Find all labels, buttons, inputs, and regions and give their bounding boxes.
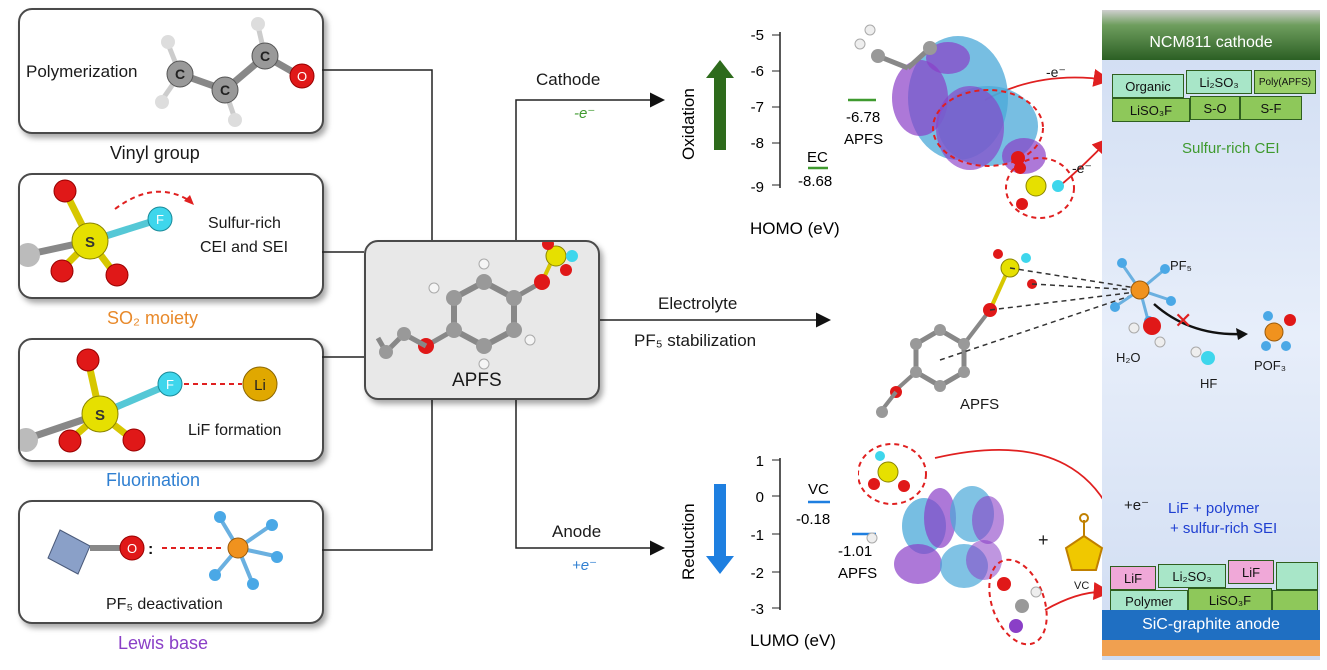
pf5-deactivation-label: PF₅ deactivation — [106, 596, 223, 613]
electrolyte-label: Electrolyte — [658, 294, 738, 313]
so2-moiety-caption: SO₂ moiety — [107, 308, 199, 328]
electrolyte-apfs-label: APFS — [960, 396, 1000, 413]
cei-layer-liso3f: LiSO₃F — [1112, 98, 1190, 122]
anode-electron-arrow-label: +e⁻ — [1124, 497, 1150, 514]
sei-layer-lif-2: LiF — [1228, 560, 1274, 584]
cei-layer-s-f: S-F — [1240, 96, 1302, 120]
vc-molecule-label: VC — [1074, 580, 1090, 592]
homo-tick-0: -5 — [751, 27, 764, 44]
homo-tick-1: -6 — [751, 63, 764, 80]
sulfur-rich-cei-caption: Sulfur-rich CEI — [1182, 140, 1280, 157]
svg-text:O: O — [297, 69, 307, 84]
svg-text:S: S — [95, 407, 105, 424]
apfs-lumo-value: -1.01 — [838, 543, 872, 560]
lumo-tick-0: 1 — [756, 453, 764, 470]
sic-graphite-anode-title: SiC-graphite anode — [1142, 616, 1280, 633]
lumo-xlabel: LUMO (eV) — [750, 631, 836, 650]
homo-orbital-molecule — [854, 24, 1075, 219]
sei-layer-polymer: Polymer — [1110, 590, 1188, 612]
vinyl-group-panel: Polymerization C C C O — [18, 8, 324, 134]
lumo-tick-2: -1 — [751, 527, 764, 544]
svg-text:C: C — [175, 66, 185, 82]
vc-value: -0.18 — [796, 511, 830, 528]
pf5-label: PF₅ — [1170, 258, 1192, 273]
apfs-homo-name: APFS — [844, 131, 883, 148]
ec-name: EC — [807, 149, 828, 166]
sei-caption-line1: LiF + polymer — [1168, 500, 1260, 517]
cathode-electron-1: -e⁻ — [1046, 64, 1066, 80]
lif-formation-label: LiF formation — [188, 422, 282, 439]
sei-layer-lif-1: LiF — [1110, 566, 1156, 590]
lumo-chart: Reduction 1 0 -1 -2 -3 VC -0.18 -1.01 AP… — [679, 453, 877, 650]
so2-moiety-panel: S F Sulfur-rich CEI and SEI — [18, 173, 324, 299]
homo-tick-3: -8 — [751, 135, 764, 152]
svg-text:S: S — [85, 234, 95, 251]
homo-xlabel: HOMO (eV) — [750, 219, 840, 238]
apfs-homo-value: -6.78 — [846, 109, 880, 126]
lumo-tick-1: 0 — [756, 489, 764, 506]
svg-text:O: O — [127, 541, 137, 556]
hf-label: HF — [1200, 376, 1218, 391]
cathode-electron-2: -e⁻ — [1072, 160, 1092, 176]
h2o-label: H₂O — [1116, 350, 1141, 365]
cei-layer-organic: Organic — [1112, 74, 1184, 98]
sulfonyl-fluoride-icon: S F — [20, 179, 194, 287]
sei-layer-top-right — [1276, 562, 1318, 590]
anode-copper-strip — [1102, 640, 1320, 656]
sei-layer-li2so3: Li₂SO₃ — [1158, 564, 1226, 588]
ncm811-cathode-bar: NCM811 cathode — [1102, 10, 1320, 60]
homo-tick-4: -9 — [751, 179, 764, 196]
anode-electron-label: +e⁻ — [572, 557, 598, 574]
vc-plus-sign: + — [1038, 530, 1049, 550]
apfs-molecule-icon — [375, 242, 578, 370]
oxidation-label: Oxidation — [679, 88, 698, 160]
lumo-tick-4: -3 — [751, 601, 764, 618]
reduction-label: Reduction — [679, 503, 698, 580]
sulfur-rich-line1: Sulfur-rich — [208, 215, 281, 232]
homo-tick-2: -7 — [751, 99, 764, 116]
polymerization-label: Polymerization — [26, 62, 138, 81]
cathode-electron-label: -e⁻ — [574, 105, 596, 122]
sic-graphite-anode-bar: SiC-graphite anode — [1102, 610, 1320, 640]
svg-text:Li: Li — [254, 377, 266, 394]
electrolyte-molecules: ✕ — [876, 249, 1296, 418]
svg-text:C: C — [220, 82, 230, 98]
cei-layer-polyapfs: Poly(APFS) — [1254, 70, 1316, 94]
svg-text:F: F — [156, 212, 164, 227]
apfs-center-panel: APFS — [364, 240, 600, 400]
vinyl-molecule-icon: C C C O — [155, 17, 315, 127]
lumo-orbital-molecule — [858, 443, 1048, 646]
pf5-deactivation-icon: O : — [47, 511, 283, 590]
oxidation-arrow-icon — [706, 60, 734, 150]
apfs-lumo-name: APFS — [838, 565, 877, 582]
fluorination-caption: Fluorination — [106, 470, 201, 490]
cei-layer-s-o: S-O — [1190, 96, 1240, 120]
apfs-center-label: APFS — [452, 370, 502, 391]
vc-name: VC — [808, 481, 829, 498]
vinyl-group-caption: Vinyl group — [110, 143, 200, 163]
reduction-arrow-icon — [706, 484, 734, 574]
lif-formation-icon: S F Li — [20, 348, 278, 453]
lewis-base-caption: Lewis base — [118, 633, 209, 653]
pof3-label: POF₃ — [1254, 358, 1287, 373]
pf5-stabilization-label: PF₅ stabilization — [634, 331, 757, 350]
sulfur-rich-line2: CEI and SEI — [200, 239, 289, 256]
svg-text:C: C — [260, 48, 270, 64]
cathode-label: Cathode — [536, 70, 601, 89]
svg-text:F: F — [166, 377, 174, 392]
sei-layer-liso3f: LiSO₃F — [1188, 588, 1272, 612]
cei-layer-li2so3: Li₂SO₃ — [1186, 70, 1252, 94]
fluorination-panel: S F Li LiF formation — [18, 338, 324, 462]
vc-molecule-icon — [1064, 513, 1104, 571]
blocked-x-icon: ✕ — [1174, 308, 1192, 333]
ncm811-cathode-title: NCM811 cathode — [1149, 34, 1273, 51]
svg-text::: : — [148, 541, 153, 558]
sei-caption-line2: + sulfur-rich SEI — [1170, 520, 1278, 537]
homo-chart: Oxidation EC -8.68 -6.78 APFS HOMO (eV) … — [679, 27, 883, 238]
ec-value: -8.68 — [798, 173, 832, 190]
anode-label: Anode — [552, 522, 602, 541]
sei-layer-green-right — [1272, 590, 1318, 612]
lumo-tick-3: -2 — [751, 565, 764, 582]
lewis-base-panel: O : PF₅ deactivation — [18, 500, 324, 624]
